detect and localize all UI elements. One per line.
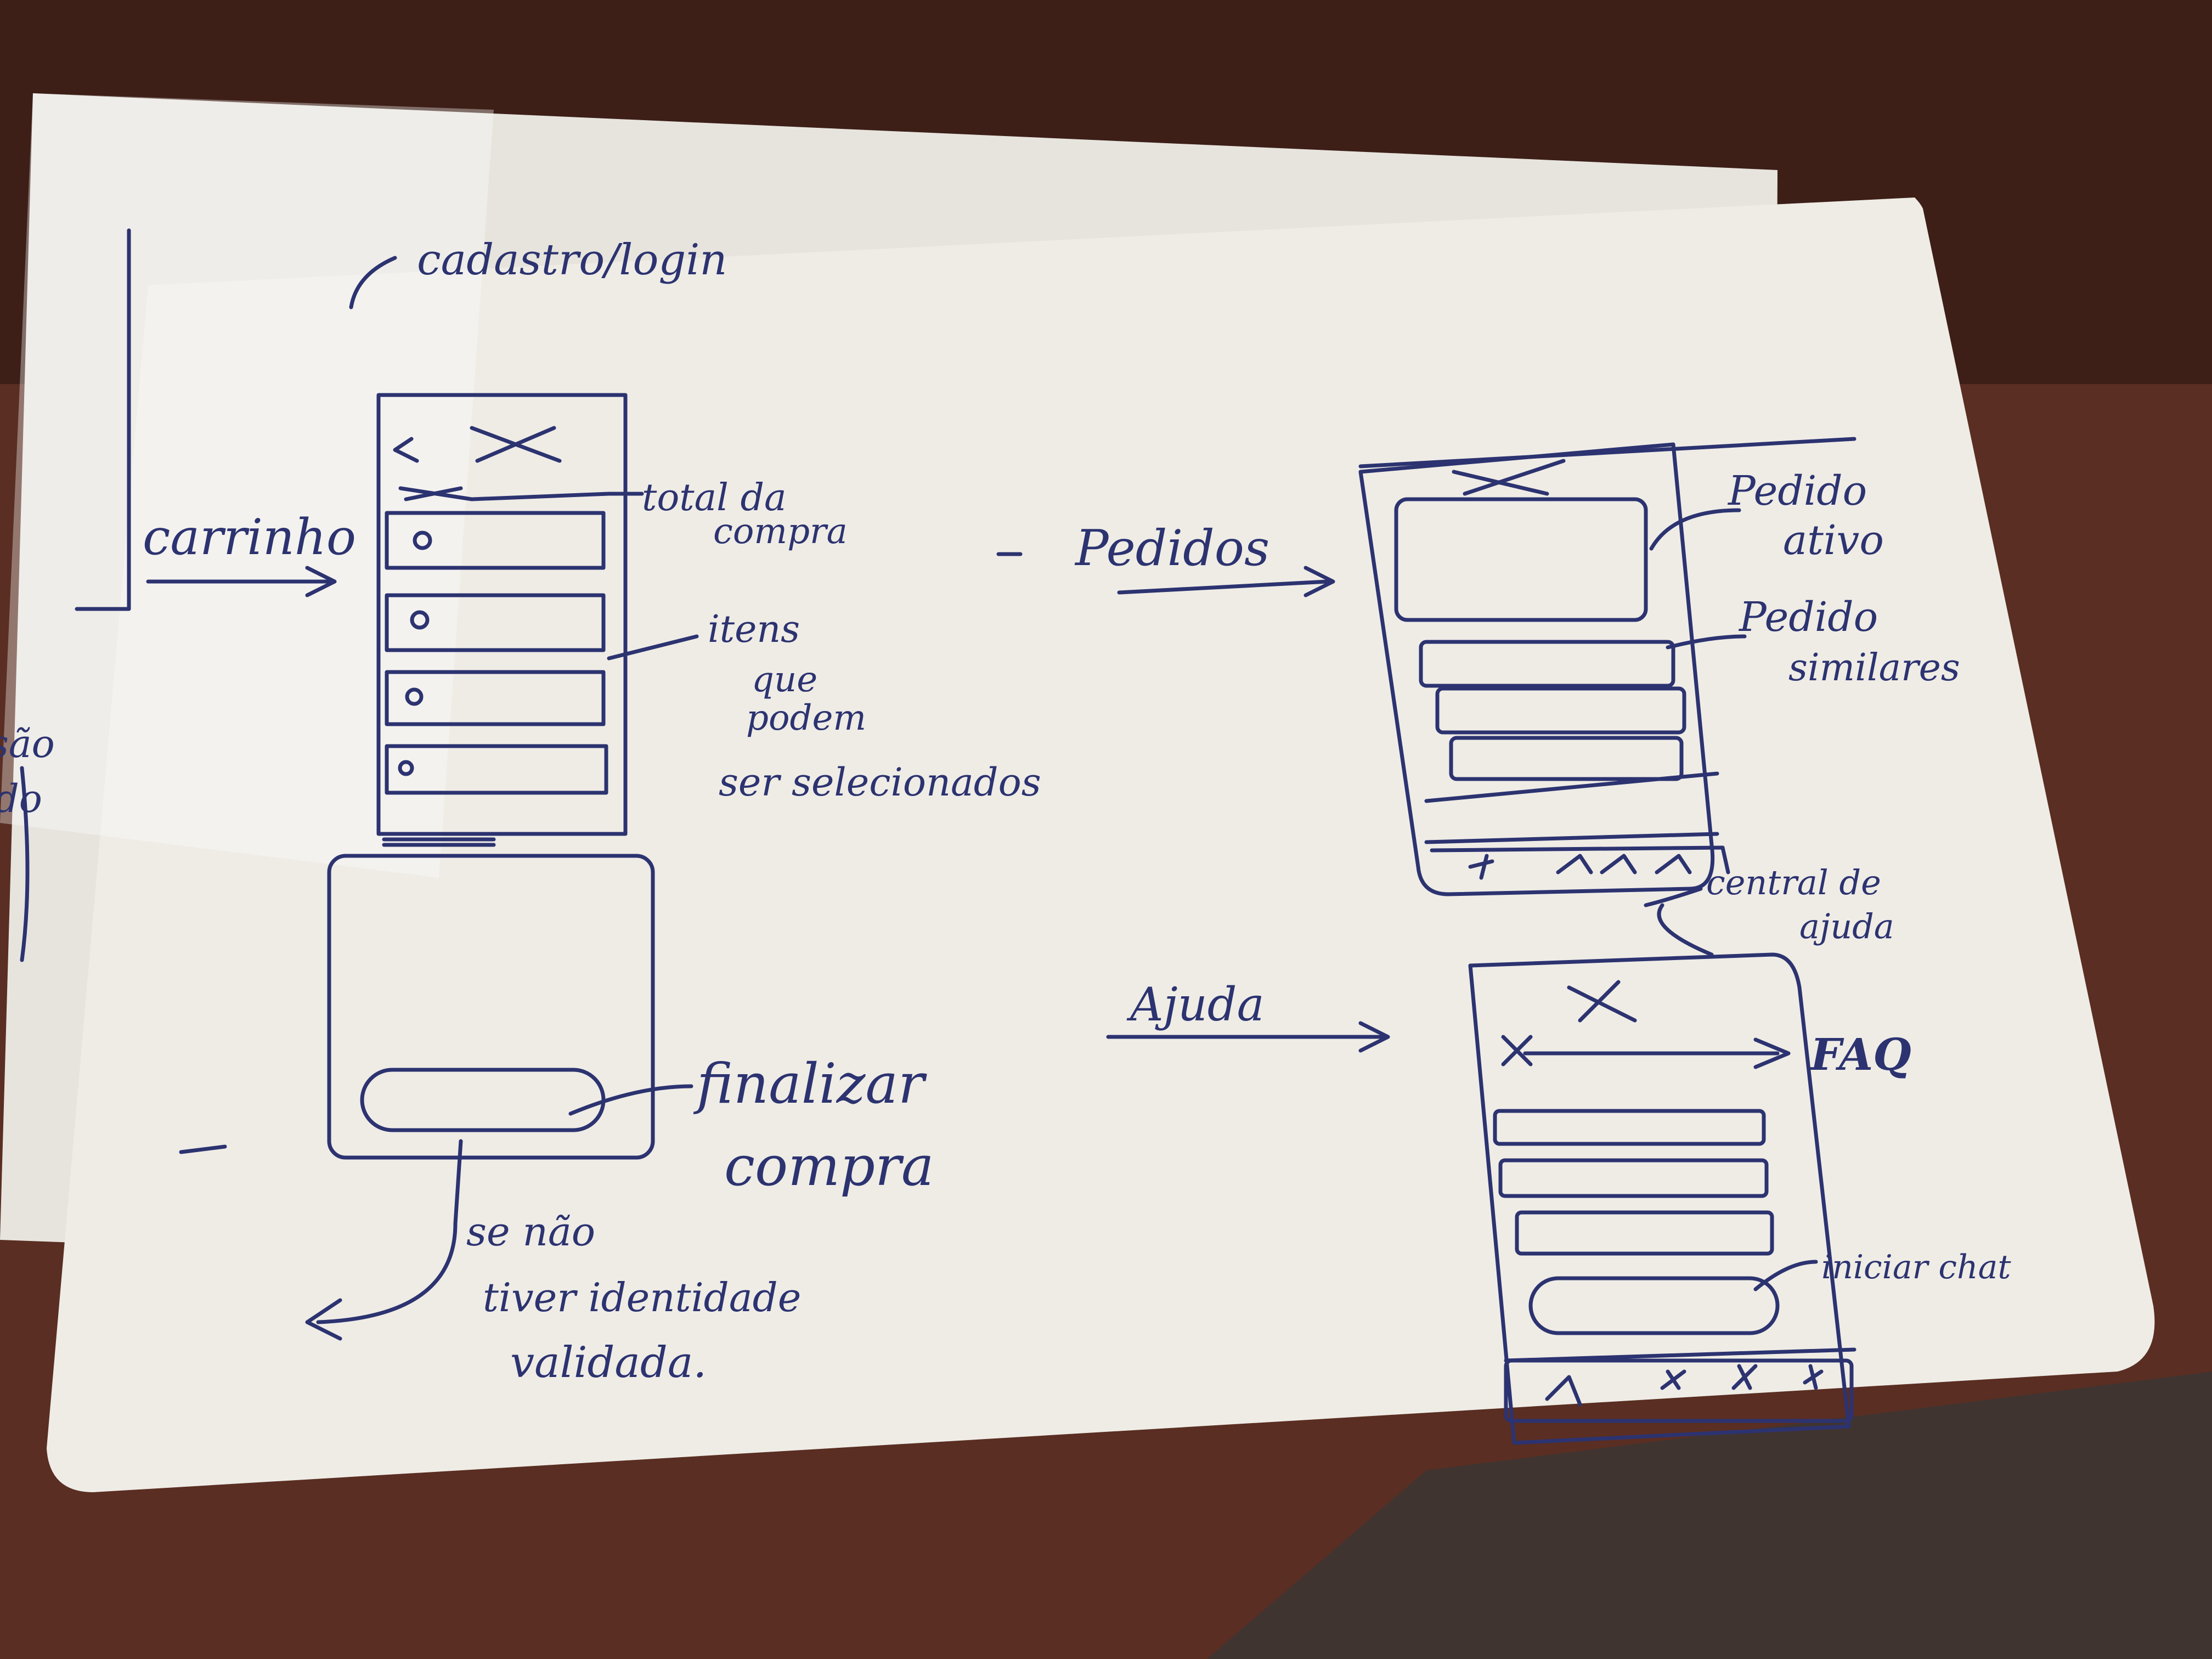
carrinho-note-finalize-1: finalizar: [693, 1052, 927, 1116]
ajuda-note-center-2: ajuda: [1799, 906, 1894, 946]
carrinho-note-condition-2: tiver identidade: [483, 1274, 801, 1321]
carrinho-note-condition-3: validada.: [510, 1338, 707, 1387]
pedidos-wireframe: [1358, 437, 1857, 896]
carrinho-flow-label: carrinho: [143, 509, 356, 566]
ajuda-wireframe: [1468, 952, 1857, 1445]
carrinho-note-items-1: itens: [708, 608, 800, 651]
carrinho-note-items-4: ser selecionados: [719, 760, 1041, 805]
pedidos-note-similar-2: similares: [1788, 646, 1960, 690]
back-sheet-ink: cadastro/login são do: [0, 228, 727, 962]
ajuda-flow-label: Ajuda: [1126, 978, 1265, 1031]
pedidos-labels: Pedidos Pedido ativo Pedido similares: [1074, 467, 1960, 690]
carrinho-note-total-2: compra: [713, 511, 848, 552]
ajuda-arrows: [1106, 887, 1818, 1291]
pedidos-note-similar-1: Pedido: [1738, 594, 1878, 641]
desk-floor: [1207, 1372, 2212, 1659]
pedidos-flow-label: Pedidos: [1074, 520, 1269, 577]
carrinho-wireframe: [327, 393, 655, 1160]
ajuda-note-chat: iniciar chat: [1821, 1248, 2011, 1286]
ajuda-note-center-1: central de: [1706, 862, 1881, 902]
carrinho-arrows: [146, 492, 699, 1341]
pedidos-note-active-2: ativo: [1783, 517, 1884, 564]
carrinho-note-items-2: que: [752, 659, 817, 700]
back-header-note: cadastro/login: [417, 235, 727, 285]
pedidos-note-active-1: Pedido: [1727, 467, 1867, 515]
back-margin-note-1: são: [0, 721, 55, 766]
back-margin-note-2: do: [0, 776, 42, 821]
front-paper-sheet: [47, 198, 2155, 1492]
carrinho-note-total-1: total da: [642, 476, 787, 520]
carrinho-note-items-3: podem: [746, 698, 866, 738]
ajuda-labels: Ajuda central de ajuda FAQ iniciar chat: [1126, 862, 2011, 1286]
light-glare: [0, 93, 494, 878]
ajuda-note-faq: FAQ: [1809, 1029, 1911, 1080]
carrinho-note-condition-1: se não: [466, 1209, 595, 1255]
carrinho-note-finalize-2: compra: [724, 1134, 934, 1198]
carrinho-labels: carrinho total da compra itens que podem…: [143, 476, 1041, 1387]
pedidos-arrows: [1117, 508, 1747, 650]
